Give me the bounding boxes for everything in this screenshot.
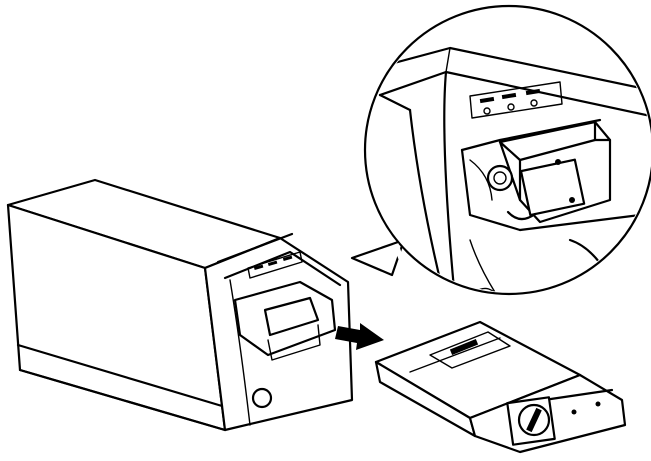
holder-slot bbox=[233, 280, 337, 361]
status-lights bbox=[247, 251, 303, 279]
callout-front-panel bbox=[443, 70, 457, 292]
holder-knob bbox=[506, 396, 601, 446]
callout-slot bbox=[460, 118, 602, 152]
scanner-base-vents bbox=[16, 343, 227, 432]
film-holder bbox=[374, 320, 627, 454]
holder-window bbox=[429, 331, 511, 369]
callout-holder-end bbox=[486, 120, 612, 224]
film-scanner bbox=[6, 178, 354, 432]
detail-callout bbox=[350, 4, 651, 296]
removal-arrow bbox=[335, 323, 384, 350]
scanner-front bbox=[203, 236, 354, 432]
callout-status-lights bbox=[469, 81, 563, 119]
power-knob bbox=[251, 387, 273, 409]
front-panel bbox=[223, 250, 342, 287]
